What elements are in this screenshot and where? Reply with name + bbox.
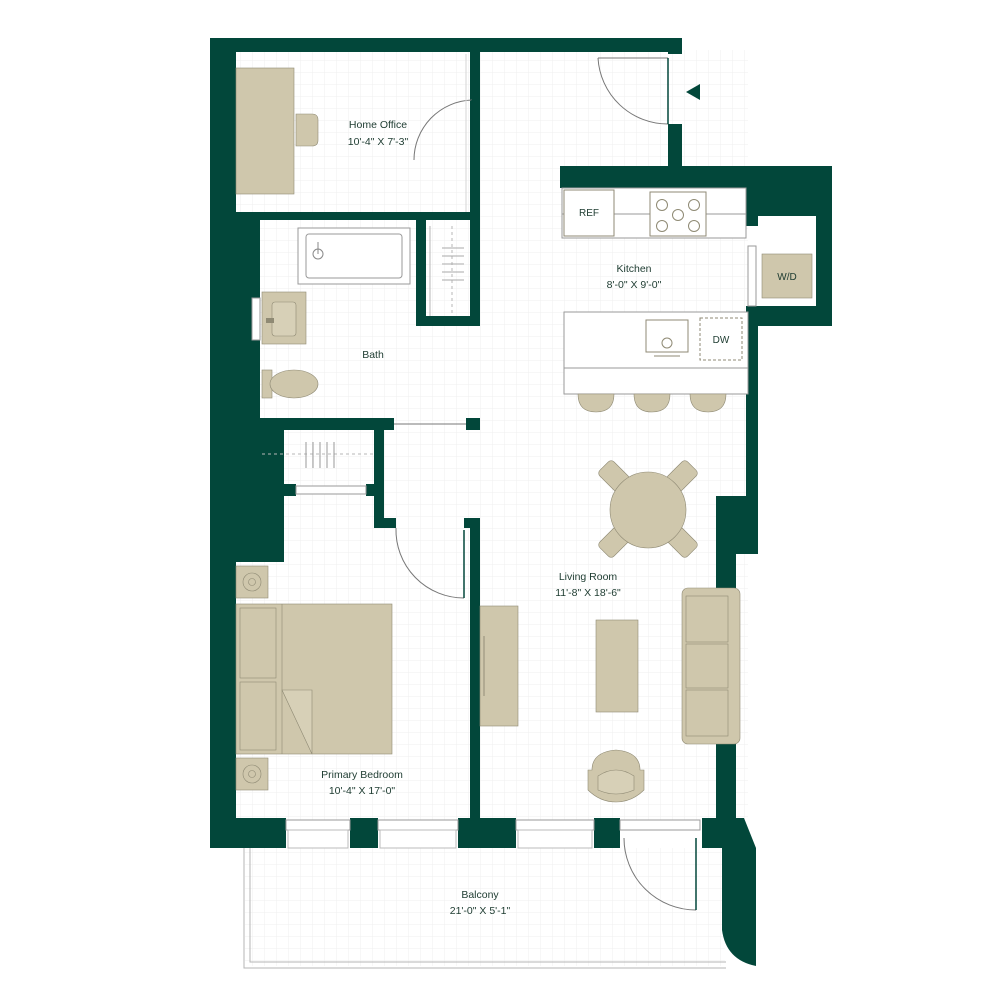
- coffee-table: [595, 619, 639, 713]
- balcony-outline: [243, 848, 726, 969]
- bed: [235, 603, 393, 755]
- labels: Home Office 10'-4" X 7'-3" Bath Kitchen …: [321, 119, 797, 917]
- washer-dryer: [761, 253, 813, 299]
- home-office-name: Home Office: [349, 119, 407, 131]
- kitchen-fixtures: [561, 187, 813, 413]
- washer-dryer-label: W/D: [777, 272, 796, 283]
- sofa: [681, 587, 741, 745]
- walls: [210, 38, 832, 966]
- island-sink: [645, 319, 689, 357]
- kitchen-dims: 8'-0" X 9'-0": [607, 279, 662, 291]
- office-chair: [295, 113, 319, 147]
- desk: [235, 67, 295, 195]
- dishwasher-label: DW: [713, 335, 730, 346]
- bath-fixtures: [261, 226, 464, 399]
- living-room-dims: 11'-8" X 18'-6": [555, 587, 621, 599]
- nightstand-bottom: [235, 757, 269, 791]
- office-furniture: [235, 54, 467, 212]
- bath-name: Bath: [362, 349, 384, 361]
- dining-table: [598, 460, 698, 558]
- tv-console: [479, 605, 519, 727]
- bathtub: [297, 227, 411, 285]
- dishwasher: [699, 317, 743, 361]
- kitchen-name: Kitchen: [616, 263, 651, 275]
- stovetop: [649, 191, 707, 237]
- windows: [251, 245, 757, 849]
- armchair: [587, 749, 645, 803]
- primary-bedroom-dims: 10'-4" X 17'-0": [329, 785, 396, 797]
- toilet: [261, 369, 319, 399]
- closet: [262, 442, 374, 495]
- refrigerator-label: REF: [579, 208, 599, 219]
- bedroom-furniture: [235, 565, 393, 791]
- entry-arrow-icon: [686, 84, 700, 100]
- living-furniture: [479, 460, 741, 803]
- home-office-dims: 10'-4" X 7'-3": [348, 136, 409, 148]
- doors: [394, 57, 697, 911]
- living-room-name: Living Room: [559, 571, 618, 583]
- balcony-name: Balcony: [461, 889, 499, 901]
- nightstand-top: [235, 565, 269, 599]
- primary-bedroom-name: Primary Bedroom: [321, 769, 403, 781]
- bar-stools: [577, 393, 727, 413]
- balcony-dims: 21'-0" X 5'-1": [450, 905, 511, 917]
- refrigerator: [563, 189, 615, 237]
